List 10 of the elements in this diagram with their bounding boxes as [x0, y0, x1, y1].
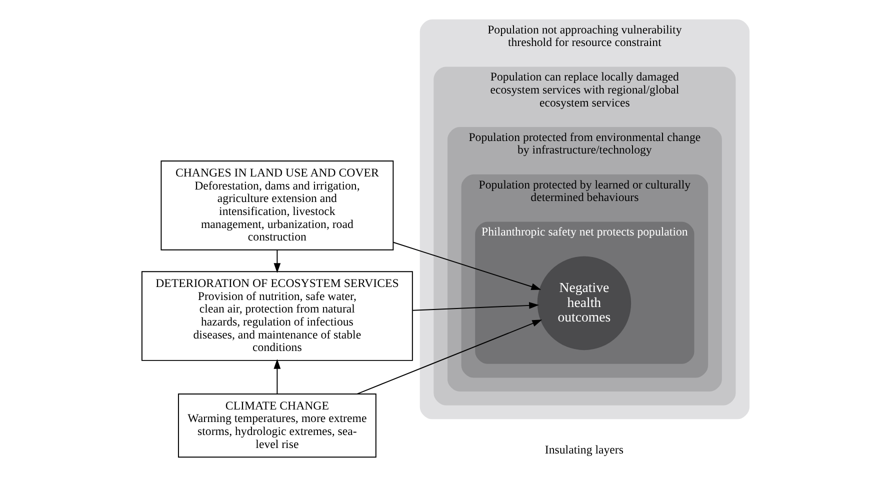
node-box: CHANGES IN LAND USE AND COVER Deforestation, dams and irrigation, agriculture extension and intensification, livestock management, urbanization, road construction — [160, 160, 394, 250]
node-circle: Negative health outcomes — [536, 256, 631, 350]
node-box: DETERIORATION OF ECOSYSTEM SERVICES Provision of nutrition, safe water, clean air, protection from natural hazards, regulation of infectious diseases, and maintenance of stable conditions — [140, 271, 412, 361]
arrow — [273, 358, 280, 394]
arrow — [273, 250, 280, 274]
arrow — [392, 242, 541, 290]
node-box: CLIMATE CHANGE Warming temperatures, more extreme storms, hydrologic extremes, sea-level rise — [177, 394, 376, 458]
label: Insulating layers — [544, 442, 623, 456]
arrow — [356, 320, 542, 394]
arrow — [412, 302, 538, 311]
